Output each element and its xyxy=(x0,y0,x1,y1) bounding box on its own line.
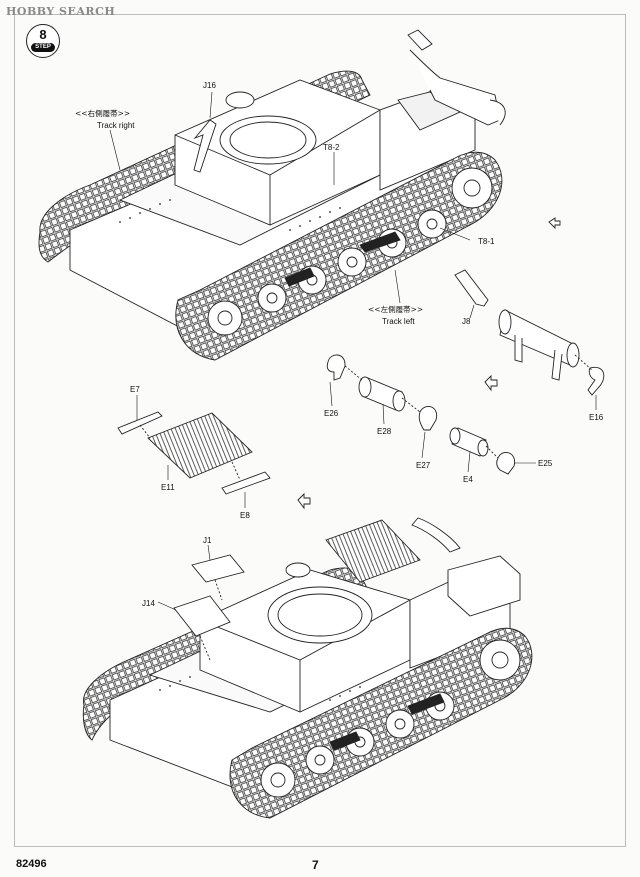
label-j14: J14 xyxy=(142,599,155,608)
page-border xyxy=(14,14,626,847)
label-t8-2: T8-2 xyxy=(323,143,340,152)
label-track-right-cn: <<右側履帯>> xyxy=(75,108,130,118)
watermark: HOBBY SEARCH xyxy=(6,5,115,18)
upper-tank-assembly xyxy=(38,29,506,361)
part-e8 xyxy=(221,471,271,495)
label-track-left-cn: <<左側履帯>> xyxy=(368,304,423,314)
label-e8: E8 xyxy=(240,511,250,520)
part-e16 xyxy=(587,366,605,396)
top-leader-lines xyxy=(109,91,471,304)
mid-leader-lines xyxy=(329,304,597,473)
track-left-lower xyxy=(229,627,533,819)
label-track-left-en: Track left xyxy=(382,317,415,326)
road-wheels xyxy=(207,167,493,336)
installed-grille xyxy=(325,519,421,583)
part-exhaust-pipe xyxy=(499,309,576,366)
step-badge: 8 STEP xyxy=(26,24,60,58)
label-t8-1: T8-1 xyxy=(478,237,495,246)
grille-leader-lines xyxy=(136,395,246,508)
part-e11 xyxy=(147,412,253,479)
direction-arrows xyxy=(297,217,561,510)
label-e11: E11 xyxy=(161,483,175,492)
label-e16: E16 xyxy=(589,413,604,422)
part-e27 xyxy=(418,406,438,431)
arrow-icon-2 xyxy=(484,374,498,392)
part-j8-e16-group xyxy=(454,269,605,396)
part-j8 xyxy=(454,269,489,307)
part-e7 xyxy=(117,411,163,435)
part-j14 xyxy=(173,595,231,637)
label-j1: J1 xyxy=(203,536,212,545)
page-number: 7 xyxy=(312,858,319,872)
step-number: 8 xyxy=(39,27,47,42)
rear-exhaust xyxy=(409,49,501,126)
bottom-leader-lines xyxy=(157,544,211,611)
part-j1 xyxy=(191,554,245,583)
grille-group xyxy=(117,411,271,495)
step-label: STEP xyxy=(31,43,55,52)
label-j8: J8 xyxy=(462,317,471,326)
label-e28: E28 xyxy=(377,427,392,436)
kit-number: 82496 xyxy=(16,858,47,870)
label-e26: E26 xyxy=(324,409,339,418)
watermark-text: HOBBY SEARCH xyxy=(6,5,116,18)
label-e27: E27 xyxy=(416,461,431,470)
lower-tank-assembly xyxy=(82,517,533,819)
part-e25 xyxy=(496,452,516,475)
label-j16: J16 xyxy=(203,81,216,90)
rear-fan xyxy=(411,517,461,553)
part-j16 xyxy=(193,119,217,173)
label-e7: E7 xyxy=(130,385,140,394)
label-e25: E25 xyxy=(538,459,553,468)
label-e4: E4 xyxy=(463,475,473,484)
callout-labels: <<右側履帯>> Track right J16 T8-2 T8-1 <<左側履… xyxy=(75,81,604,608)
arrow-icon-1 xyxy=(548,217,561,230)
rear-box xyxy=(447,555,521,617)
label-track-right-en: Track right xyxy=(97,121,135,130)
rivets-top xyxy=(119,199,341,231)
part-e-series-group xyxy=(326,354,516,475)
arrow-icon-3 xyxy=(297,492,311,510)
rivets-bottom xyxy=(159,676,361,701)
part-e26 xyxy=(326,354,346,381)
